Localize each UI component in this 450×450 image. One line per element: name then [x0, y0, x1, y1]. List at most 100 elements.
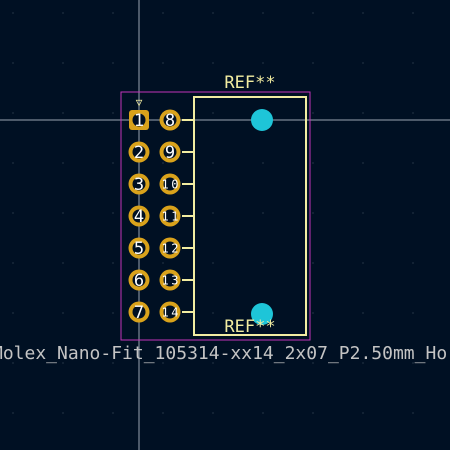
pad-number: 5 [134, 239, 144, 259]
grid-dot [412, 12, 414, 14]
grid-dot [412, 362, 414, 364]
pad-number: 1 [134, 111, 144, 131]
grid-dot [412, 112, 414, 114]
grid-dot [162, 412, 164, 414]
grid-dot [212, 262, 214, 264]
grid-dot [12, 112, 14, 114]
grid-dot [12, 162, 14, 164]
grid-dot [112, 412, 114, 414]
grid-dot [12, 262, 14, 264]
pad-6[interactable]: 6 [128, 269, 150, 292]
pad-14[interactable]: 14 [159, 301, 181, 323]
pad-11[interactable]: 11 [159, 205, 181, 227]
pad-number: 2 [134, 143, 144, 163]
grid-dot [12, 312, 14, 314]
pad-1[interactable]: 1 [129, 110, 149, 131]
grid-dot [312, 162, 314, 164]
pad-13[interactable]: 13 [159, 269, 181, 291]
grid-dot [412, 212, 414, 214]
grid-dot [212, 312, 214, 314]
grid-dot [212, 212, 214, 214]
grid-dot [62, 162, 64, 164]
pad-10[interactable]: 10 [159, 173, 181, 195]
grid-dot [112, 262, 114, 264]
grid-dot [112, 312, 114, 314]
grid-dot [12, 12, 14, 14]
grid-dot [362, 262, 364, 264]
grid-dot [62, 212, 64, 214]
grid-dot [212, 112, 214, 114]
mounting-hole-top[interactable] [251, 109, 273, 131]
grid-dot [312, 12, 314, 14]
grid-dot [262, 412, 264, 414]
pad-number: 4 [134, 207, 144, 227]
grid-dot [312, 312, 314, 314]
grid-dot [362, 412, 364, 414]
grid-dot [362, 112, 364, 114]
grid-dot [62, 62, 64, 64]
connector-body-outline [193, 96, 307, 336]
pad-number: 9 [165, 143, 175, 163]
grid-dot [412, 262, 414, 264]
grid-dot [362, 12, 364, 14]
pad-number: 8 [165, 111, 175, 131]
grid-dot [312, 112, 314, 114]
grid-dot [262, 12, 264, 14]
grid-dot [162, 12, 164, 14]
grid-dot [112, 62, 114, 64]
grid-dot [312, 212, 314, 214]
grid-dot [362, 362, 364, 364]
pin-leads [182, 119, 194, 313]
grid-dot [212, 362, 214, 364]
grid-dot [12, 62, 14, 64]
reference-designator[interactable]: REF** [224, 73, 275, 93]
grid-dot [312, 262, 314, 264]
grid-dot [262, 212, 264, 214]
grid-dot [62, 312, 64, 314]
grid-dot [62, 112, 64, 114]
pad-5[interactable]: 5 [128, 237, 150, 260]
pad-4[interactable]: 4 [128, 205, 150, 228]
pad-8[interactable]: 8 [159, 109, 181, 132]
grid-dot [362, 62, 364, 64]
grid-dot [212, 412, 214, 414]
pad-12[interactable]: 12 [159, 237, 181, 259]
grid-dot [412, 162, 414, 164]
grid-dot [112, 362, 114, 364]
pad-2[interactable]: 2 [128, 141, 150, 164]
grid-dot [262, 162, 264, 164]
grid-dot [412, 412, 414, 414]
reference-designator-fab[interactable]: REF** [224, 317, 275, 337]
grid-dot [212, 12, 214, 14]
mounting-hole-bottom[interactable] [251, 303, 273, 325]
footprint-value-label[interactable]: Molex_Nano-Fit_105314-xx14_2x07_P2.50mm_… [0, 343, 450, 364]
grid-dot [212, 162, 214, 164]
grid-dot [262, 362, 264, 364]
grid-dot [62, 12, 64, 14]
courtyard-outline [120, 91, 311, 341]
grid-dot [212, 62, 214, 64]
grid-dot [162, 362, 164, 364]
pad-9[interactable]: 9 [159, 141, 181, 164]
grid-dot [62, 412, 64, 414]
grid-dot [62, 262, 64, 264]
grid-dot [162, 262, 164, 264]
pad-7[interactable]: 7 [128, 301, 150, 324]
grid-dot [162, 62, 164, 64]
grid-dot [312, 62, 314, 64]
grid-dot [362, 312, 364, 314]
pad-number: 6 [134, 271, 144, 291]
grid-dot [112, 12, 114, 14]
grid-dot [312, 412, 314, 414]
grid-dot [412, 62, 414, 64]
grid-dot [12, 362, 14, 364]
pad-number: 3 [134, 175, 144, 195]
grid-dot [12, 412, 14, 414]
grid-dot [412, 312, 414, 314]
grid-dot [262, 62, 264, 64]
pad-3[interactable]: 3 [128, 173, 150, 196]
